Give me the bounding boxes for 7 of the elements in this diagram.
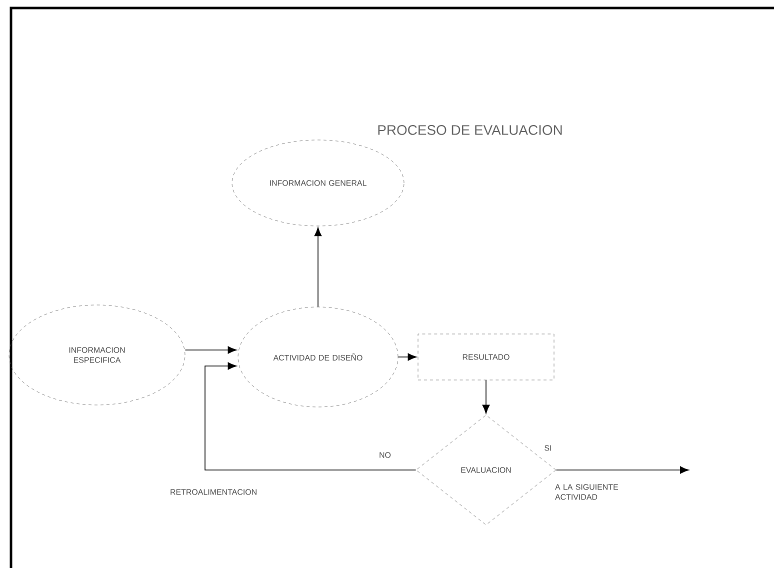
arrow [204,362,416,470]
arrow [482,380,490,414]
arrow [314,227,322,308]
arrow [556,466,689,474]
arrow [398,353,417,361]
arrow [184,346,237,354]
title: PROCESO DE EVALUACION [378,125,562,135]
